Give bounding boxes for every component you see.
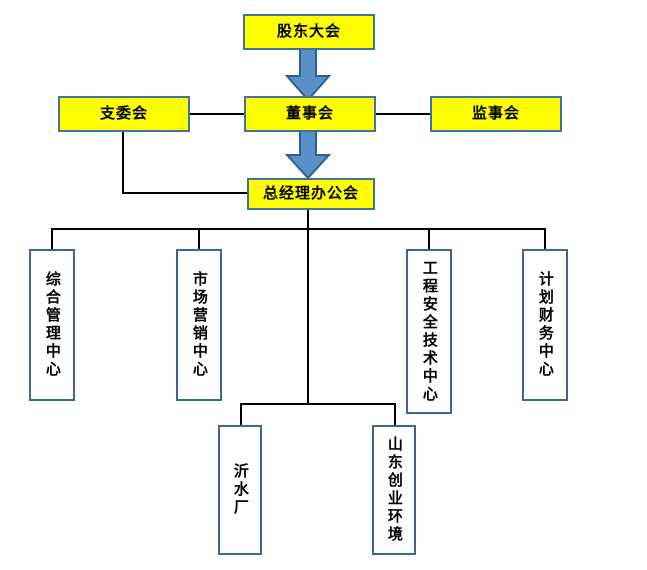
- node-board-of-supervisors[interactable]: 监事会: [430, 96, 562, 132]
- connector-subsidiary-stem: [307, 228, 309, 404]
- connector-drop-engineering-safety: [428, 228, 430, 249]
- connector-drop-shandong-venture: [394, 403, 396, 425]
- node-shandong-venture-environment[interactable]: 山东创业环境: [372, 425, 416, 555]
- node-label-planning-finance-center: 计划财务中心: [536, 271, 555, 379]
- node-yishui-plant[interactable]: 沂水厂: [218, 425, 262, 555]
- connector-subsidiary-bar: [240, 403, 395, 405]
- node-planning-finance-center[interactable]: 计划财务中心: [522, 249, 568, 401]
- connector-board-to-supervisors: [374, 113, 432, 115]
- connector-gm-stem: [307, 210, 309, 230]
- node-engineering-safety-center[interactable]: 工程安全技术中心: [406, 249, 452, 414]
- node-party-branch-committee[interactable]: 支委会: [58, 96, 190, 132]
- node-label-engineering-safety-center: 工程安全技术中心: [420, 259, 439, 404]
- node-label-board-of-supervisors: 监事会: [471, 104, 520, 123]
- connector-party-branch-to-board: [188, 113, 246, 115]
- node-general-manager-office[interactable]: 总经理办公会: [247, 178, 375, 210]
- node-label-marketing-center: 市场营销中心: [190, 271, 209, 379]
- node-label-general-management-center: 综合管理中心: [43, 271, 62, 379]
- node-label-shareholders-meeting: 股东大会: [276, 22, 341, 41]
- connector-drop-planning-finance: [544, 228, 546, 249]
- connector-drop-marketing: [198, 228, 200, 249]
- connector-drop-general-mgmt: [51, 228, 53, 249]
- connector-party-branch-to-gm: [122, 192, 248, 194]
- node-board-of-directors[interactable]: 董事会: [244, 96, 376, 132]
- node-marketing-center[interactable]: 市场营销中心: [176, 249, 222, 401]
- down-block-arrow-shareholders-to-board: [285, 48, 331, 102]
- connector-party-branch-drop: [122, 130, 124, 193]
- down-block-arrow-board-to-gm-office: [285, 130, 331, 180]
- node-general-management-center[interactable]: 综合管理中心: [29, 249, 75, 401]
- node-label-shandong-venture-environment: 山东创业环境: [385, 436, 404, 544]
- node-label-party-branch-committee: 支委会: [99, 104, 148, 123]
- node-label-board-of-directors: 董事会: [285, 104, 334, 123]
- node-label-yishui-plant: 沂水厂: [231, 463, 250, 517]
- node-shareholders-meeting[interactable]: 股东大会: [243, 14, 375, 50]
- node-label-general-manager-office: 总经理办公会: [262, 184, 359, 203]
- connector-drop-yishui-plant: [240, 403, 242, 425]
- connector-distribution-bar: [51, 228, 545, 230]
